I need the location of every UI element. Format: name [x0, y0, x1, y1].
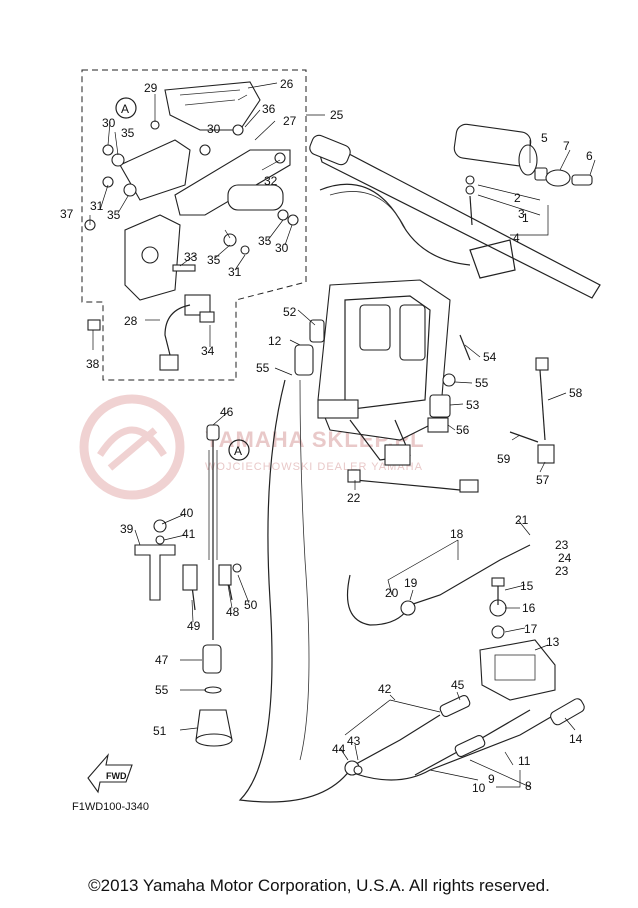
callout-48: 48 — [226, 605, 240, 619]
assembly-boundary — [81, 69, 307, 381]
callout-36: 36 — [262, 102, 276, 116]
callout-35c: 35 — [207, 253, 221, 267]
reference-a-upper: A — [115, 97, 137, 119]
callout-35b: 35 — [107, 208, 121, 222]
callout-42: 42 — [378, 682, 392, 696]
callout-31b: 31 — [228, 265, 242, 279]
reference-a-lower: A — [228, 439, 250, 461]
callout-32: 32 — [264, 174, 278, 188]
callout-44: 44 — [332, 742, 346, 756]
callout-40: 40 — [180, 506, 194, 520]
callout-3: 3 — [518, 207, 525, 221]
callout-30c: 30 — [275, 241, 289, 255]
callout-46: 46 — [220, 405, 234, 419]
callout-35a: 35 — [121, 126, 135, 140]
callout-30b: 30 — [207, 122, 221, 136]
callouts: 1 2 3 4 5 6 7 8 9 10 11 12 13 14 15 16 1… — [60, 77, 593, 795]
callout-9: 9 — [488, 772, 495, 786]
callout-21: 21 — [515, 513, 529, 527]
callout-37: 37 — [60, 207, 74, 221]
callout-59: 59 — [497, 452, 511, 466]
callout-27: 27 — [283, 114, 297, 128]
callout-52: 52 — [283, 305, 297, 319]
callout-55c: 55 — [155, 683, 169, 697]
lever-assembly — [134, 519, 242, 611]
callout-1: 1 — [522, 211, 529, 225]
callout-26: 26 — [280, 77, 294, 91]
callout-23b: 23 — [555, 564, 569, 578]
callout-29: 29 — [144, 81, 158, 95]
callout-57: 57 — [536, 473, 550, 487]
cable-holder — [479, 577, 556, 701]
callout-55a: 55 — [256, 361, 270, 375]
callout-58: 58 — [569, 386, 583, 400]
callout-50: 50 — [244, 598, 258, 612]
steering-column — [317, 279, 451, 466]
callout-11: 11 — [518, 754, 531, 768]
callout-5: 5 — [541, 131, 548, 145]
callout-55b: 55 — [475, 376, 489, 390]
diagram-code: F1WD100-J340 — [72, 801, 149, 813]
callout-15: 15 — [520, 579, 534, 593]
callout-47: 47 — [155, 653, 169, 667]
copyright-notice: ©2013 Yamaha Motor Corporation, U.S.A. A… — [88, 876, 550, 895]
watermark-subtitle: WOJCIECHOWSKI DEALER YAMAHA — [205, 461, 423, 473]
cables — [238, 379, 585, 803]
callout-20: 20 — [385, 586, 399, 600]
center-parts — [294, 319, 555, 464]
small-hardware — [84, 120, 299, 331]
callout-56: 56 — [456, 423, 470, 437]
callout-49: 49 — [187, 619, 201, 633]
callout-16: 16 — [522, 601, 536, 615]
callout-17: 17 — [524, 622, 538, 636]
callout-43: 43 — [347, 734, 361, 748]
callout-18: 18 — [450, 527, 464, 541]
callout-8: 8 — [525, 779, 532, 793]
fwd-arrow: FWD — [87, 753, 133, 794]
callout-22: 22 — [347, 491, 361, 505]
callout-54: 54 — [483, 350, 497, 364]
callout-28: 28 — [124, 314, 138, 328]
callout-39: 39 — [120, 522, 134, 536]
callout-24: 24 — [558, 551, 572, 565]
throttle-bracket — [119, 81, 291, 371]
callout-34: 34 — [201, 344, 215, 358]
callout-13: 13 — [546, 635, 560, 649]
callout-23a: 23 — [555, 538, 569, 552]
callout-25: 25 — [330, 108, 344, 122]
reference-a-upper-label: A — [121, 102, 129, 116]
fwd-label: FWD — [106, 771, 127, 781]
callout-10: 10 — [472, 781, 486, 795]
right-grip-hardware — [465, 167, 593, 226]
reference-a-lower-label: A — [234, 444, 242, 458]
handlebar — [309, 123, 601, 299]
callout-53: 53 — [466, 398, 480, 412]
callout-30a: 30 — [102, 116, 116, 130]
callout-38: 38 — [86, 357, 100, 371]
callout-12: 12 — [268, 334, 282, 348]
callout-33: 33 — [184, 250, 198, 264]
callout-4: 4 — [513, 231, 520, 245]
callout-41: 41 — [182, 527, 196, 541]
leader-lines — [89, 82, 596, 788]
callout-45: 45 — [451, 678, 465, 692]
callout-31a: 31 — [90, 199, 104, 213]
callout-6: 6 — [586, 149, 593, 163]
callout-2: 2 — [514, 191, 521, 205]
callout-7: 7 — [563, 139, 570, 153]
callout-51: 51 — [153, 724, 167, 738]
callout-19: 19 — [404, 576, 418, 590]
callout-35d: 35 — [258, 234, 272, 248]
callout-14: 14 — [569, 732, 583, 746]
